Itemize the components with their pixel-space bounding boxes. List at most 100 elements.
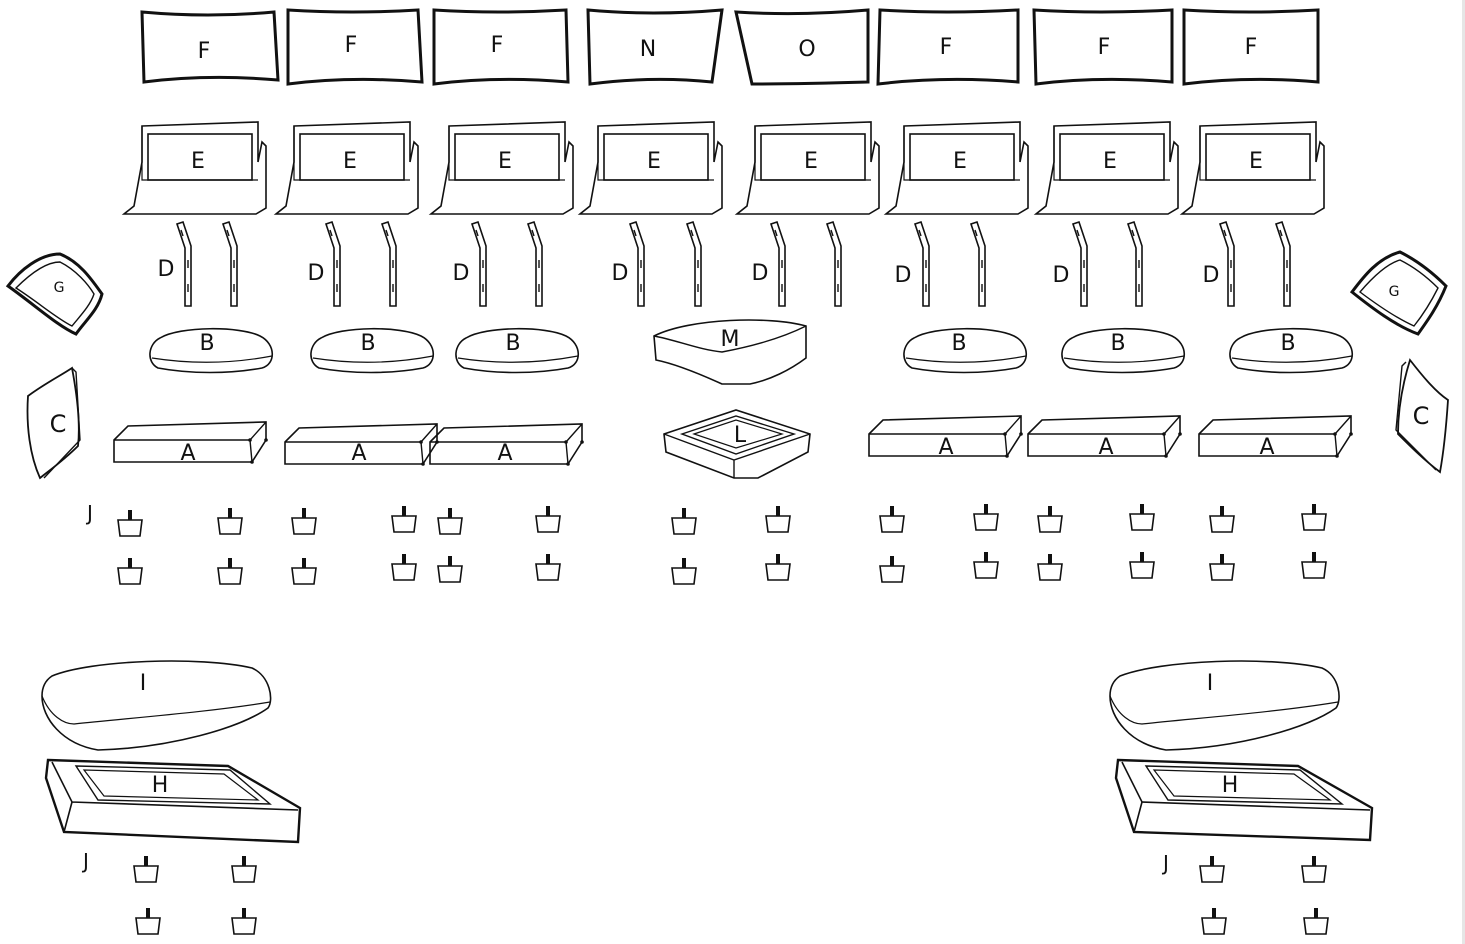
seat-cushion: B xyxy=(903,327,1028,374)
leg xyxy=(231,855,257,883)
svg-text:B: B xyxy=(951,331,966,356)
leg xyxy=(765,505,791,533)
backrest-piece xyxy=(586,8,724,86)
svg-text:B: B xyxy=(1110,331,1125,356)
svg-text:A: A xyxy=(351,441,366,466)
leg xyxy=(1301,855,1327,883)
leg xyxy=(217,507,243,535)
backrest-piece xyxy=(876,8,1020,86)
bracket-row: D D D D D D D D xyxy=(158,221,1291,307)
center-seat-cushion: M xyxy=(653,319,807,385)
ottoman-right: I H J xyxy=(1109,660,1374,935)
base: A xyxy=(1198,415,1354,460)
ottoman-cushion-label: I xyxy=(140,671,147,696)
svg-text:M: M xyxy=(721,327,740,352)
base: A xyxy=(429,423,585,467)
leg xyxy=(671,557,697,585)
bracket-pair: D xyxy=(308,221,397,307)
leg xyxy=(391,553,417,581)
leg xyxy=(1303,907,1329,935)
leg xyxy=(1209,553,1235,581)
back-frame: E xyxy=(885,121,1029,215)
svg-text:E: E xyxy=(953,149,967,174)
svg-text:G: G xyxy=(1389,284,1400,300)
svg-text:B: B xyxy=(1280,331,1295,356)
leg xyxy=(437,555,463,583)
svg-text:D: D xyxy=(895,263,912,288)
svg-text:L: L xyxy=(734,423,747,448)
label-f-4: F xyxy=(940,35,953,60)
leg xyxy=(437,507,463,535)
leg xyxy=(291,557,317,585)
leg xyxy=(1129,551,1155,579)
leg xyxy=(231,907,257,935)
svg-text:E: E xyxy=(647,149,661,174)
svg-text:E: E xyxy=(804,149,818,174)
leg xyxy=(1037,505,1063,533)
leg xyxy=(133,855,159,883)
label-f-3: F xyxy=(491,33,504,58)
label-f-5: F xyxy=(1098,35,1111,60)
back-frame: E xyxy=(736,121,880,215)
seat-cushion: B xyxy=(149,327,274,374)
label-f-1: F xyxy=(198,39,211,64)
leg xyxy=(1301,503,1327,531)
svg-text:B: B xyxy=(505,331,520,356)
svg-text:A: A xyxy=(1259,435,1274,460)
bracket-pair: D xyxy=(453,221,543,307)
backrest-piece xyxy=(286,8,424,86)
svg-text:A: A xyxy=(497,441,512,466)
label-f-6: F xyxy=(1245,35,1258,60)
svg-text:C: C xyxy=(50,410,67,438)
seat-cushion: B xyxy=(310,327,435,374)
base: A xyxy=(284,423,440,467)
svg-text:E: E xyxy=(1103,149,1117,174)
leg xyxy=(391,505,417,533)
backrest-row: F F F N O F F F xyxy=(140,8,1320,86)
svg-text:A: A xyxy=(1098,435,1113,460)
base: A xyxy=(868,415,1024,460)
backrest-piece xyxy=(734,8,870,86)
bracket-pair: D xyxy=(1203,221,1291,307)
leg-label: J xyxy=(85,501,93,525)
svg-text:D: D xyxy=(1203,263,1220,288)
leg xyxy=(671,507,697,535)
base-row: A A A A A A L xyxy=(113,409,1354,479)
base: A xyxy=(1027,415,1183,460)
bracket-pair: D xyxy=(752,221,842,307)
svg-text:A: A xyxy=(938,435,953,460)
back-frame: E xyxy=(1181,121,1325,215)
back-frame: E xyxy=(1035,121,1179,215)
bracket-pair: D xyxy=(1053,221,1143,307)
leg xyxy=(535,505,561,533)
svg-text:D: D xyxy=(308,261,325,286)
leg-grid: J xyxy=(85,501,1327,585)
leg xyxy=(1201,907,1227,935)
pillow-left: G xyxy=(5,252,104,336)
ottoman-frame-label: H xyxy=(152,773,169,798)
pillow-right: G xyxy=(1349,250,1448,336)
seat-cushion: B xyxy=(455,327,580,374)
leg xyxy=(535,553,561,581)
leg xyxy=(879,505,905,533)
leg xyxy=(1199,855,1225,883)
svg-text:E: E xyxy=(191,149,205,174)
center-base: L xyxy=(663,409,811,479)
svg-text:E: E xyxy=(498,149,512,174)
arm-left: C xyxy=(26,366,81,480)
back-frame-row: E E E E E E E E xyxy=(123,121,1325,215)
svg-text:A: A xyxy=(180,441,195,466)
leg-label: J xyxy=(1161,851,1169,875)
label-f-2: F xyxy=(345,33,358,58)
leg xyxy=(291,507,317,535)
backrest-piece xyxy=(140,10,280,84)
seat-cushion: B xyxy=(1229,327,1354,374)
leg xyxy=(117,509,143,537)
back-frame: E xyxy=(275,121,419,215)
leg xyxy=(973,551,999,579)
label-o: O xyxy=(798,37,815,62)
leg xyxy=(1209,505,1235,533)
base: A xyxy=(113,421,269,466)
scrollbar[interactable] xyxy=(1462,0,1465,944)
